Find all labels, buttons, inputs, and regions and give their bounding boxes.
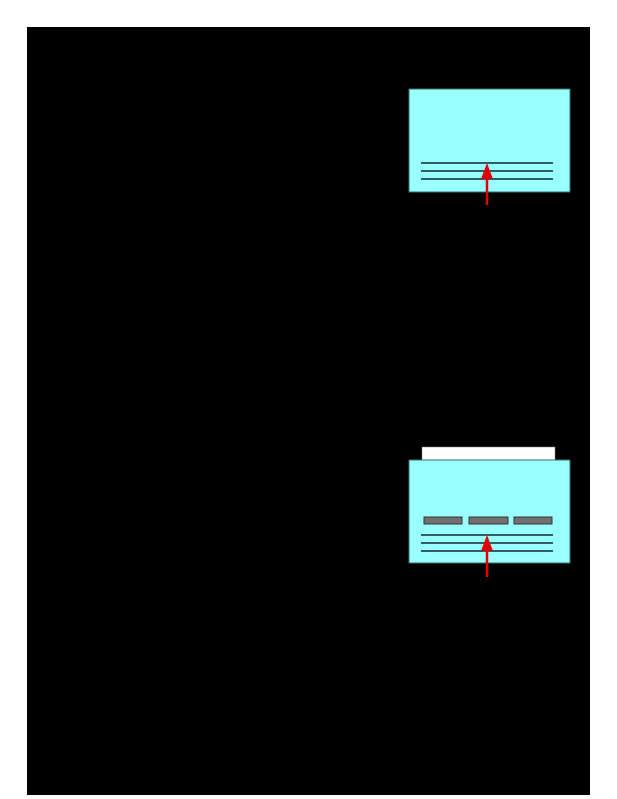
upper-arrow-icon [481, 163, 493, 205]
upper-panel [408, 88, 571, 205]
gray-bar [468, 516, 509, 525]
lower-arrow-icon [481, 535, 493, 577]
gray-bar [513, 516, 553, 525]
gray-bar [423, 516, 463, 525]
white-tab [421, 446, 556, 462]
lower-panel [408, 446, 571, 577]
